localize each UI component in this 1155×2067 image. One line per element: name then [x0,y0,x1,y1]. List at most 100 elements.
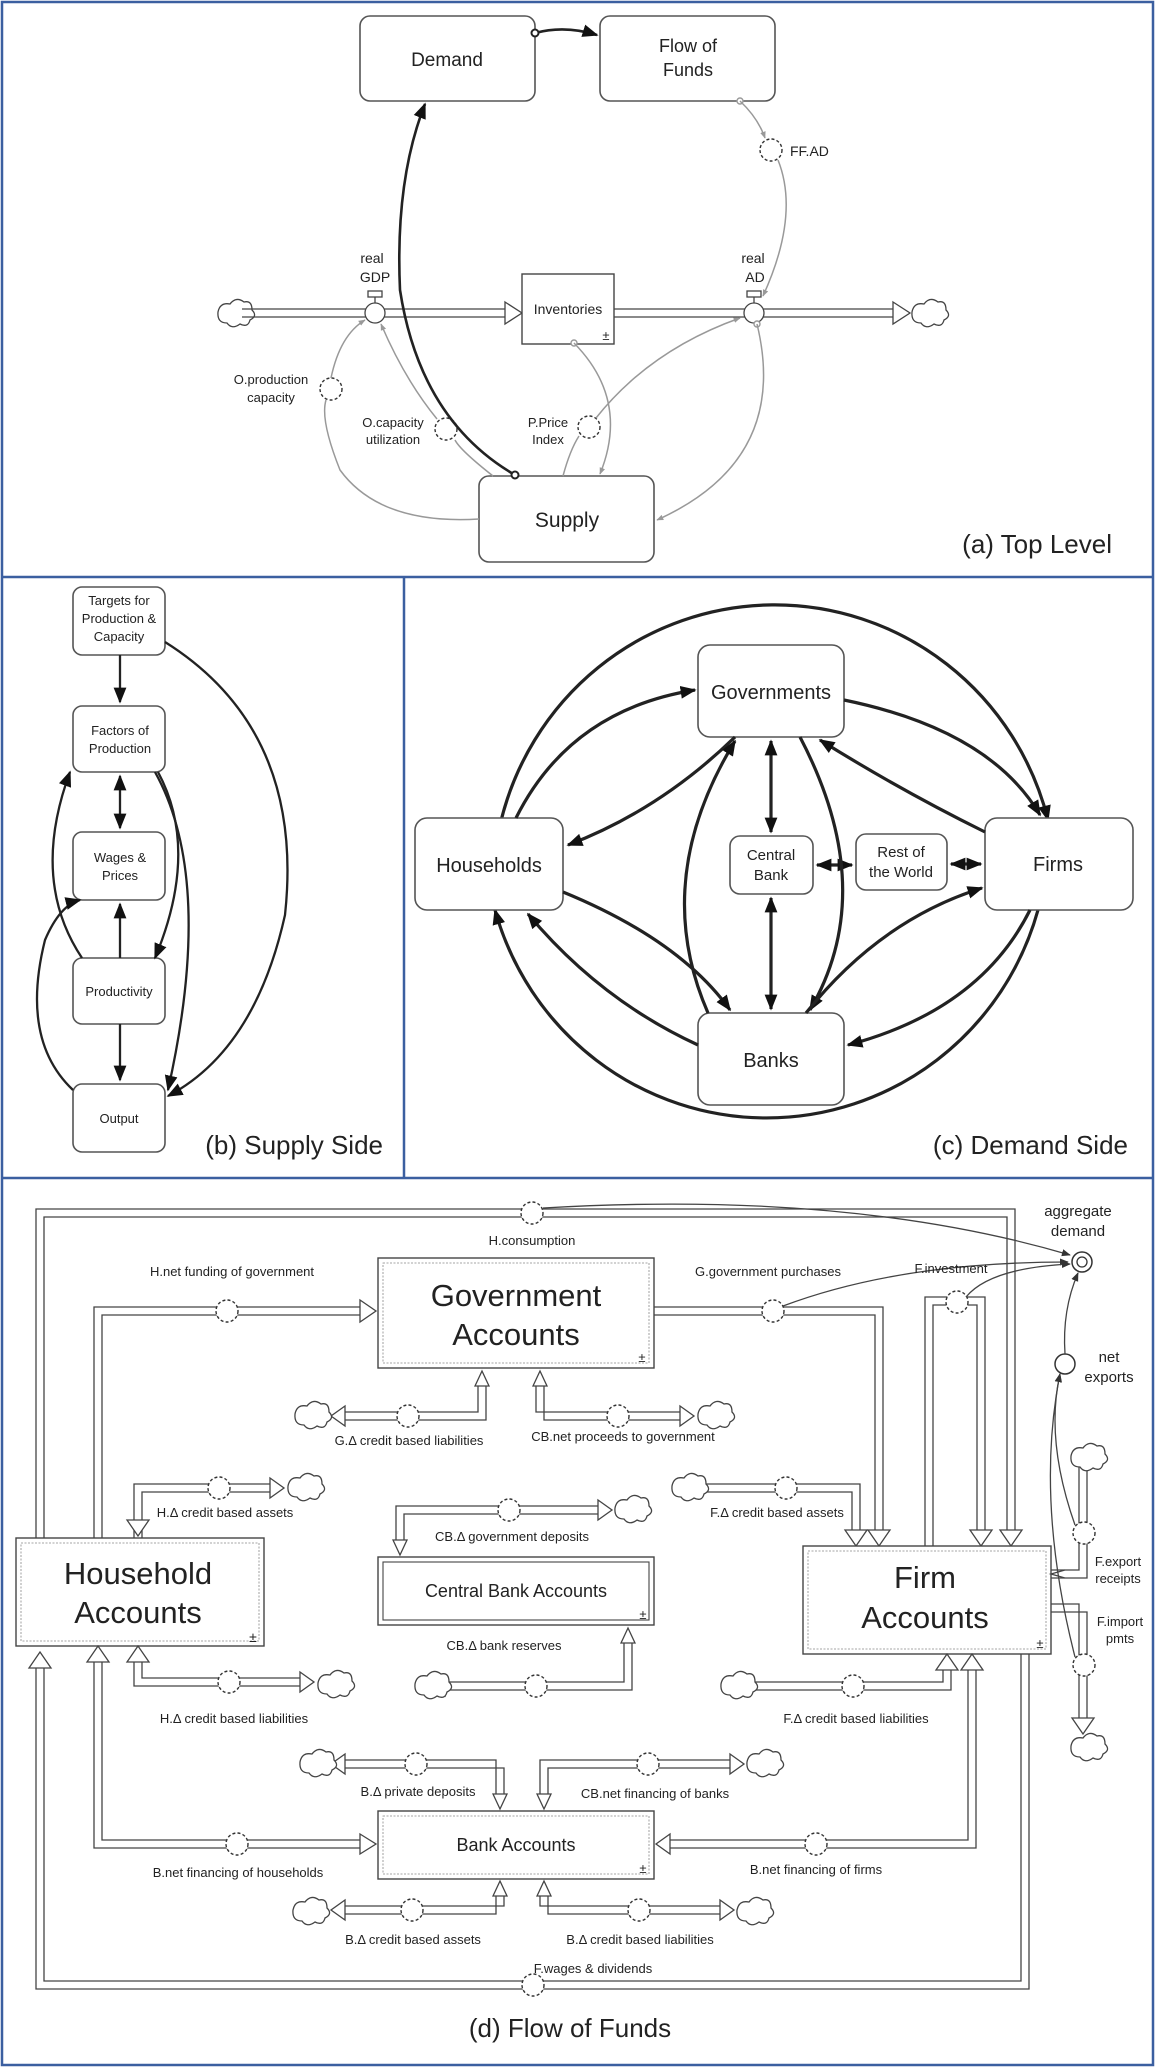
h-net-funding-label: H.net funding of government [150,1264,314,1279]
flow-of-funds-label-1: Flow of [659,36,718,56]
firms-households-outer-arrow [492,908,1040,1120]
net-exports-label-1: net [1099,1349,1121,1366]
o-capacity-label-1: O.capacity [362,415,424,430]
g-credit-liab-pipe-outer [345,1386,487,1421]
cb-proceeds-pipe-outer [535,1386,680,1413]
cb-gov-deposits-cloud [614,1494,653,1524]
g-credit-liab-out-arrowhead [329,1404,346,1428]
cb-bank-reserves-pipe-outer [445,1643,625,1683]
panel-a-caption: (a) Top Level [962,529,1112,559]
targets-label-2: Production & [82,611,157,626]
targets-label-1: Targets for [88,593,150,608]
banks-to-firms-arrow [804,886,984,1014]
firms-to-banks-arrow [846,909,1032,1048]
gov-purchases-pipe-inner [654,1314,876,1530]
real-gdp-valve-cap [367,290,383,298]
panel-flow-of-funds: Government Accounts ± [15,1201,1144,2043]
investment-to-ad-link [965,1260,1071,1298]
p-price-index-aux [577,415,601,439]
f-credit-assets-pipe-outer [700,1483,861,1530]
supply-to-demand-arrow [397,102,516,477]
b-credit-liab-out-arrowhead [719,1898,736,1922]
supply-to-pprice-link [562,435,580,477]
bank-accounts-inner-border [382,1815,650,1875]
import-pipe-outer [1051,1603,1080,1718]
panel-b-caption: (b) Supply Side [205,1130,383,1160]
cb-gov-deposits-pipe-inner [403,1513,598,1540]
cb-gov-deposits-pipe-outer [395,1505,598,1540]
o-capacity-utilization-aux [434,417,458,441]
b-private-deposits-pipe-outer [345,1759,497,1794]
households-firms-outer-arrow [498,603,1051,826]
f-export-label-1: F.export [1095,1554,1142,1569]
factors-to-productivity-arrow [153,771,180,960]
inventories-box [521,273,615,345]
targets-to-output-arrow [164,641,289,1098]
f-export-valve [1072,1521,1096,1545]
export-to-netexports-link [1054,1373,1076,1526]
g-credit-liab-label: G.Δ credit based liabilities [335,1433,484,1448]
government-accounts-plusminus: ± [638,1350,645,1365]
central-bank-label-2: Bank [754,867,789,884]
wages-arrowhead [27,1650,53,1669]
hnet-funding-arrowhead [359,1298,378,1324]
export-cloud [1070,1442,1109,1472]
inventories-label: Inventories [534,301,602,317]
cb-net-financing-pipe-inner [547,1767,730,1794]
f-wages-valve [521,1973,545,1997]
p-price-label-1: P.Price [528,415,568,430]
real-gdp-label-2: GDP [360,269,390,285]
f-wages-dividends-label: F.wages & dividends [534,1961,653,1976]
net-exports-label-2: exports [1084,1369,1133,1386]
ocap-to-gdp-link [380,323,438,420]
productivity-to-factors-arrow [51,770,83,959]
firms-box [984,817,1134,911]
cb-net-proceeds-valve [606,1404,630,1428]
import-arrowhead [1070,1717,1096,1736]
f-export-label-2: receipts [1095,1571,1141,1586]
f-import-label-1: F.import [1097,1614,1144,1629]
banks-box [697,1012,845,1106]
g-credit-liab-pipe-inner [345,1386,479,1413]
b-credit-liab-pipe-inner [547,1896,720,1915]
f-credit-assets-cloud [671,1472,710,1502]
gov-purchases-arrowhead [866,1529,892,1548]
b-net-fin-households-out-arrowhead [359,1832,378,1856]
demand-label: Demand [411,50,483,71]
b-net-fin-firms-in-arrowhead [654,1832,671,1856]
b-credit-assets-out-arrowhead [329,1898,346,1922]
output-box [72,1083,166,1153]
b-credit-assets-label: B.Δ credit based assets [345,1932,481,1947]
firms-to-governments-arrow [818,738,986,834]
p-price-label-2: Index [532,432,564,447]
b-net-fin-firms-arrowhead [959,1652,985,1671]
banks-to-governments-arrow [682,739,737,1014]
hnet-funding-pipe-outer [93,1306,360,1538]
f-credit-assets-arrowhead [843,1529,869,1548]
b-private-deposits-pipe-inner [345,1767,505,1794]
households-box [414,817,564,911]
h-credit-liab-pipe-inner [141,1662,300,1679]
demand-to-funds-arrow [534,24,599,37]
sink-cloud [911,298,950,328]
g-gov-purchases-valve [761,1299,785,1323]
g-credit-liab-arrowhead [473,1369,491,1387]
wages-label-1: Wages & [94,850,147,865]
b-credit-assets-pipe-outer [345,1896,497,1915]
inventories-plusminus: ± [602,328,609,343]
b-credit-assets-pipe-inner [345,1896,505,1907]
governments-box [697,644,845,738]
o-production-capacity-aux [319,377,343,401]
firm-accounts-label-1: Firm [894,1560,956,1595]
h-credit-liab-arrowhead [125,1644,151,1663]
cb-proceeds-cloud [697,1400,736,1430]
firm-accounts-plusminus: ± [1036,1636,1043,1651]
investment-pipe-outer [924,1296,986,1546]
supply-arrow-origin [510,470,520,480]
central-bank-accounts-label: Central Bank Accounts [425,1581,607,1601]
consumption-arrowhead [998,1529,1024,1548]
targets-label-3: Capacity [94,629,145,644]
h-credit-assets-label: H.Δ credit based assets [157,1505,294,1520]
b-credit-liab-valve [627,1898,651,1922]
